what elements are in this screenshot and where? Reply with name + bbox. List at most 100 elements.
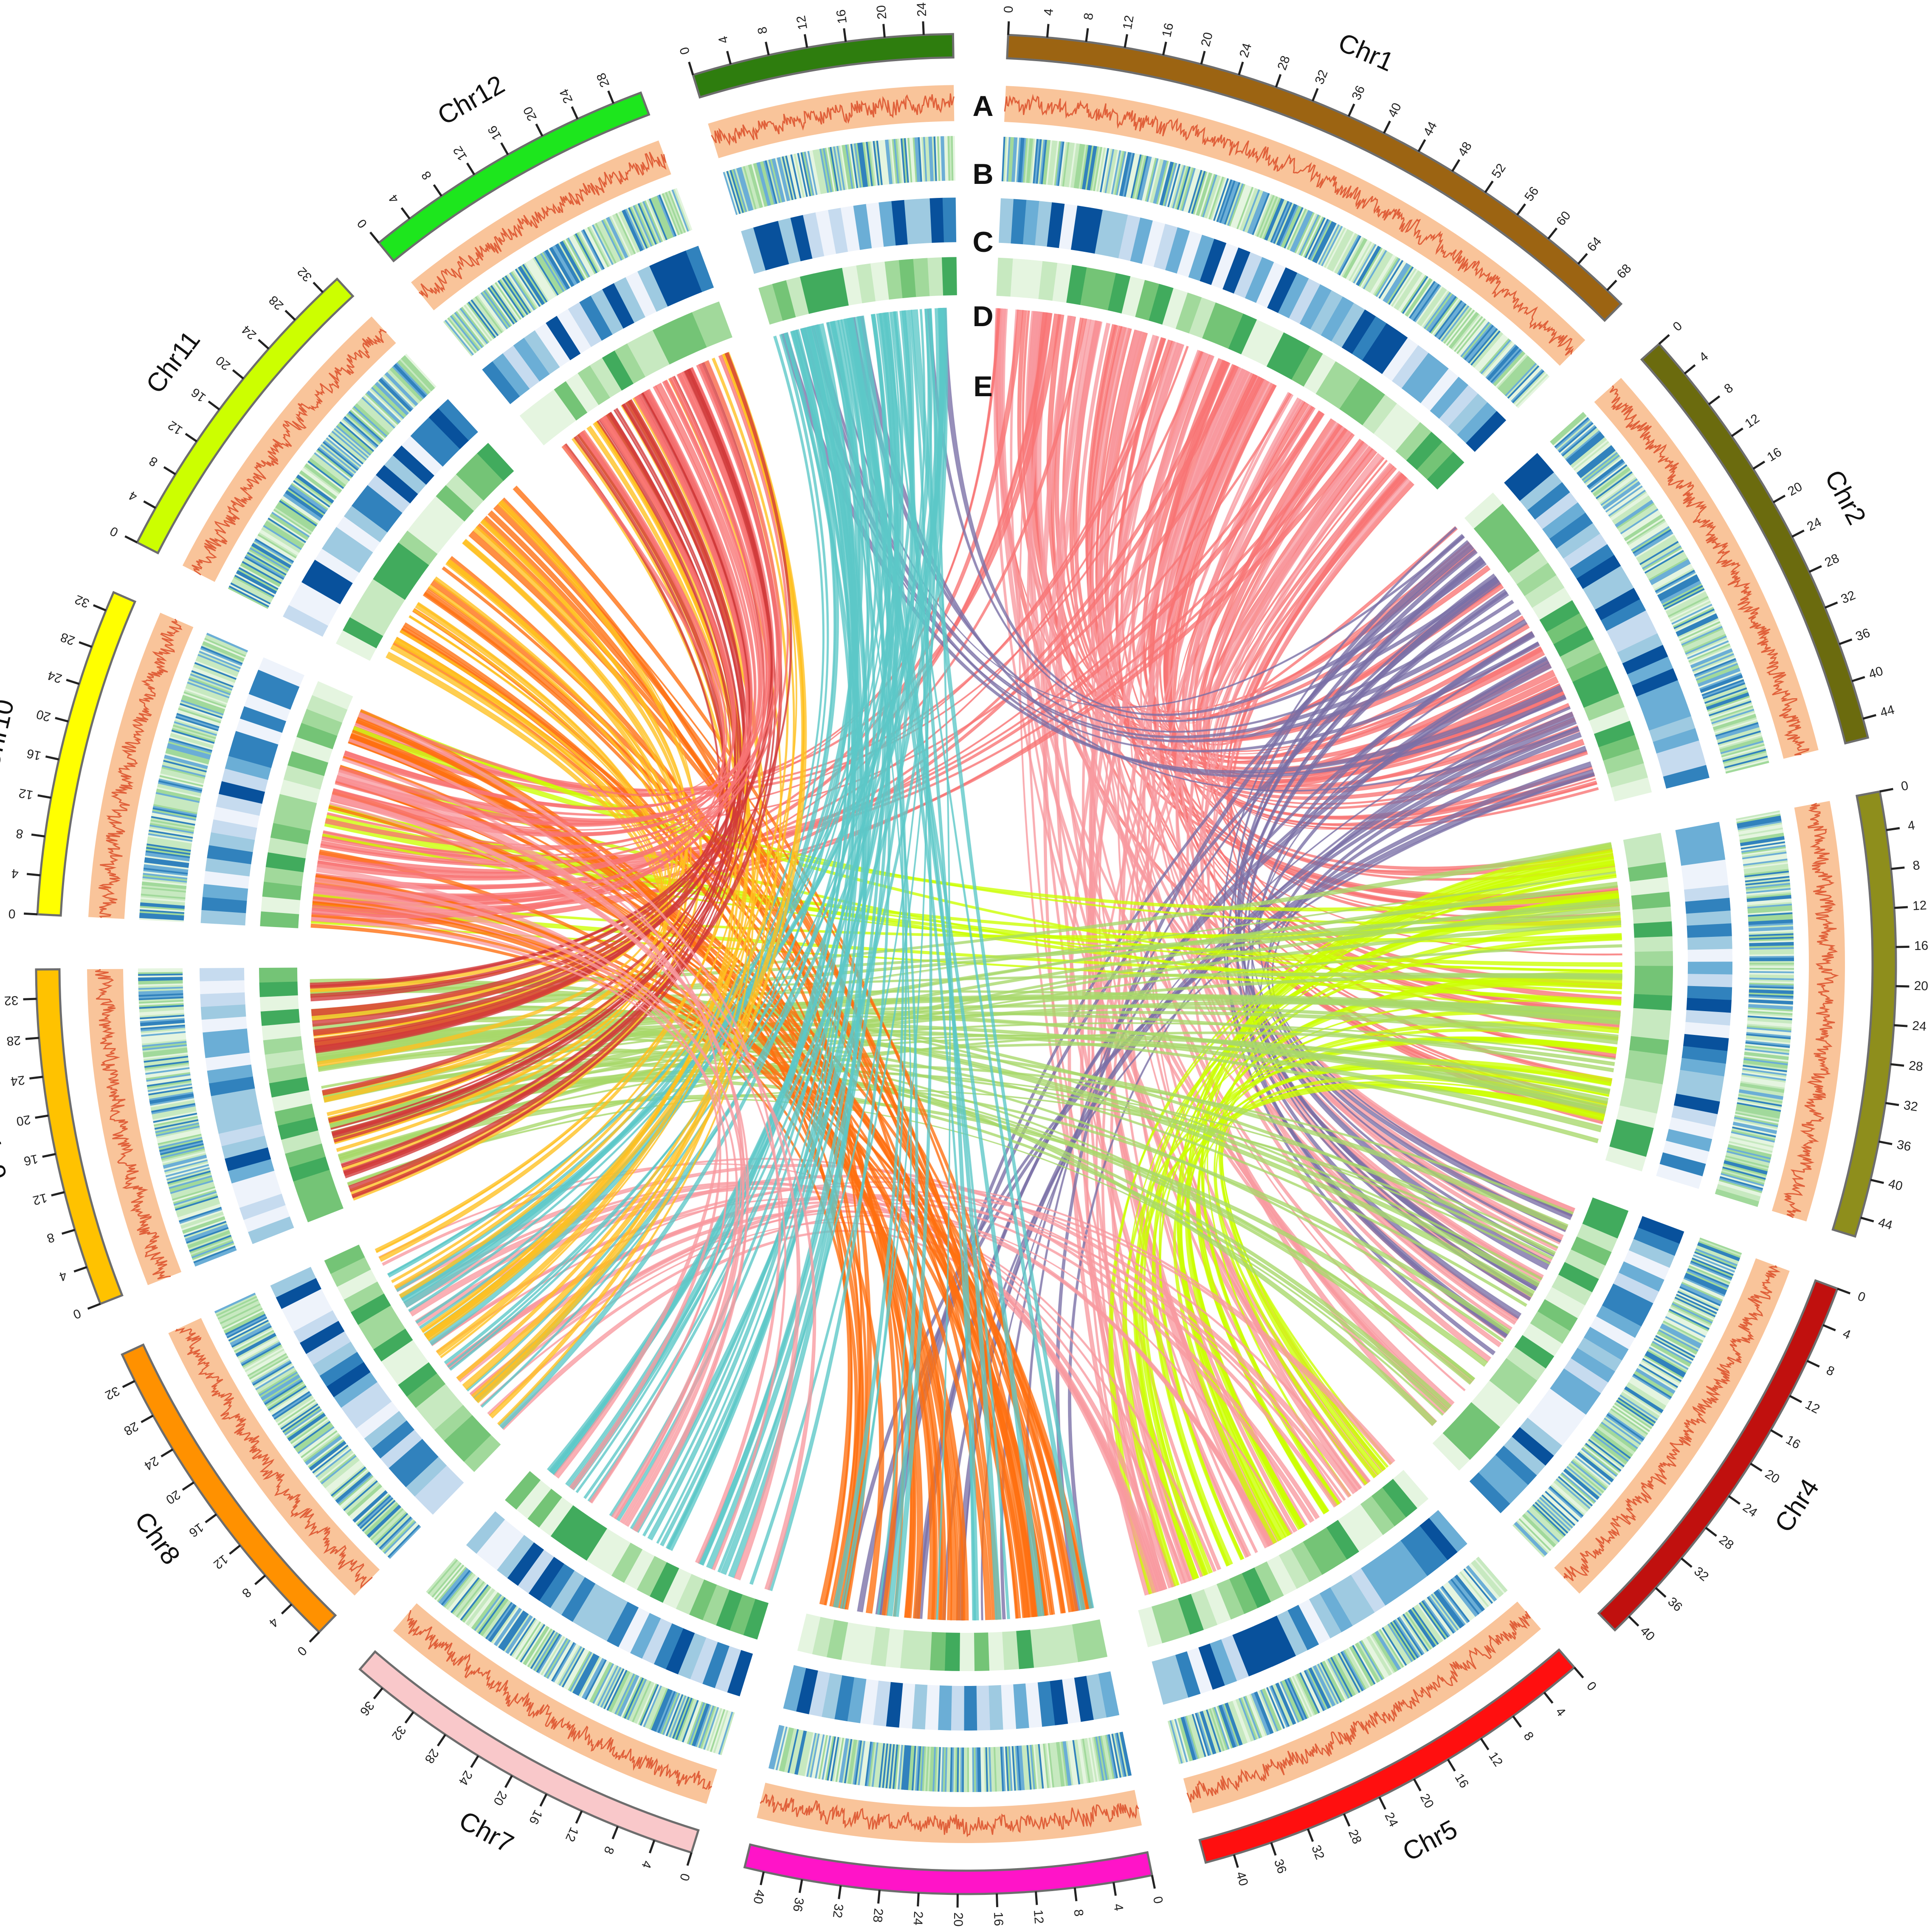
track-b-cell-chr2 (1556, 420, 1591, 451)
track-b-cell-chr11 (290, 484, 328, 512)
tick-label-chr2: 40 (1867, 664, 1885, 682)
track-b-cell-chr11 (242, 559, 283, 583)
track-c-cell-chr2 (1583, 566, 1628, 600)
track-b-cell-chr11 (353, 405, 388, 437)
track-c-cell-chr8 (313, 1341, 358, 1376)
track-b-cell-chr4 (1641, 1359, 1681, 1384)
track-d-cell-chr1 (1121, 276, 1145, 317)
track-b-cell-chr1 (1238, 187, 1256, 230)
track-b-cell-chr6 (1016, 1745, 1022, 1790)
track-b-cell-chr2 (1673, 609, 1715, 630)
track-d-cell-chr2 (1583, 693, 1625, 721)
track-b-cell-chr12 (524, 262, 549, 302)
track-b-cell-chr8 (225, 1315, 267, 1337)
track-b-cell-chr6 (918, 1746, 923, 1791)
track-b-cell-chr1 (1387, 265, 1413, 304)
tick-chr1 (1347, 103, 1355, 117)
track-b-cell-chr3 (1739, 1088, 1784, 1097)
track-b-cell-chr8 (236, 1334, 276, 1357)
track-b-cell-chr9 (169, 1176, 213, 1191)
track-b-cell-chr7 (486, 1602, 514, 1640)
track-b-cell-chr6 (843, 1739, 853, 1784)
synteny-links (310, 307, 1623, 1621)
tick-label-chr11: 0 (108, 524, 121, 539)
track-b-cell-chr4 (1532, 1504, 1566, 1536)
track-c-cell-chr2 (1617, 633, 1663, 664)
track-d-cell-chr6 (1030, 1628, 1049, 1668)
track-b-cell-chr1 (1033, 139, 1039, 184)
tick-label-chr13: 24 (915, 2, 929, 17)
track-b-cell-chr8 (293, 1421, 331, 1449)
track-b-cell-chr8 (255, 1365, 295, 1390)
track-b-cell-chr1 (1127, 153, 1139, 198)
track-c-cell-chr9 (235, 1182, 282, 1208)
track-d-cell-chr5 (1279, 1548, 1310, 1589)
track-d-cell-chr12 (519, 406, 555, 445)
track-b-cell-chr5 (1248, 1694, 1266, 1737)
track-d-cell-chr12 (542, 389, 577, 429)
track-b-cell-chr6 (897, 1745, 903, 1790)
track-b-cell-chr9 (144, 1063, 189, 1071)
track-b-cell-chr2 (1722, 749, 1766, 763)
track-b-cell-chr2 (1706, 692, 1749, 709)
track-b-cell-chr3 (1749, 981, 1794, 984)
track-b-cell-chr2 (1636, 535, 1676, 560)
track-b-cell-chr3 (1742, 851, 1787, 860)
track-b-cell-chr4 (1659, 1326, 1700, 1349)
track-b-cell-chr12 (532, 257, 558, 296)
track-c-cell-chr1 (1331, 303, 1366, 348)
track-b-cell-chr10 (199, 650, 241, 669)
track-b-cell-chr12 (584, 228, 607, 269)
track-d-cell-chr3 (1634, 980, 1673, 996)
track-b-cell-chr5 (1453, 1576, 1482, 1613)
track-b-cell-chr5 (1315, 1664, 1338, 1705)
track-b-cell-chr5 (1330, 1657, 1353, 1697)
track-b-cell-chr13 (914, 137, 919, 182)
tick-label-chr2: 28 (1822, 551, 1841, 570)
track-b-cell-chr10 (162, 764, 206, 778)
track-b-cell-chr4 (1661, 1323, 1702, 1346)
track-b-cell-chr8 (279, 1401, 318, 1429)
track-b-cell-chr2 (1713, 715, 1757, 731)
track-b-cell-chr7 (501, 1612, 527, 1650)
track-b-cell-chr4 (1673, 1298, 1715, 1319)
track-b-cell-chr5 (1259, 1689, 1279, 1732)
track-b-cell-chr5 (1216, 1705, 1233, 1749)
track-b-cell-chr4 (1683, 1277, 1725, 1297)
track-b-cell-chr4 (1639, 1362, 1679, 1387)
track-b-cell-chr8 (285, 1409, 323, 1437)
track-b-cell-chr9 (139, 999, 184, 1004)
track-c-cell-chr11 (283, 604, 329, 637)
track-d-cell-chr1 (1066, 265, 1087, 305)
track-b-cell-chr13 (765, 160, 778, 204)
track-b-cell-chr4 (1698, 1240, 1741, 1259)
track-b-cell-chr4 (1682, 1279, 1724, 1299)
track-b-cell-chr8 (367, 1505, 401, 1538)
track-letter-e: E (973, 370, 992, 403)
track-b-cell-chr13 (883, 140, 890, 185)
track-b-cell-chr5 (1386, 1624, 1411, 1663)
track-b-cell-chr12 (622, 210, 642, 252)
track-b-cell-chr13 (761, 161, 774, 205)
track-b-cell-chr7 (513, 1620, 540, 1659)
track-b-cell-chr1 (1319, 225, 1342, 266)
track-b-cell-chr6 (1116, 1733, 1127, 1777)
track-b-cell-chr11 (271, 511, 310, 538)
track-b-cell-chr2 (1651, 562, 1691, 586)
track-b-cell-chr4 (1647, 1349, 1687, 1373)
track-b-cell-chr7 (442, 1570, 472, 1607)
track-b-cell-chr4 (1519, 1517, 1553, 1550)
track-b-cell-chr12 (461, 306, 490, 343)
track-c-cell-chr7 (561, 1577, 596, 1622)
track-a-line-chr10 (98, 619, 183, 919)
track-b-cell-chr11 (382, 375, 415, 409)
track-b-cell-chr12 (575, 233, 598, 273)
track-b-cell-chr11 (335, 426, 370, 457)
track-b-cell-chr4 (1653, 1338, 1694, 1361)
tick-label-chr7: 12 (563, 1825, 581, 1844)
track-c-cell-chr9 (211, 1088, 257, 1109)
track-b-cell-chr3 (1745, 876, 1790, 883)
link-chr6-chr13 (826, 322, 918, 1617)
track-b-cell-chr9 (164, 1160, 208, 1174)
track-b-cell-chr9 (185, 1225, 228, 1242)
